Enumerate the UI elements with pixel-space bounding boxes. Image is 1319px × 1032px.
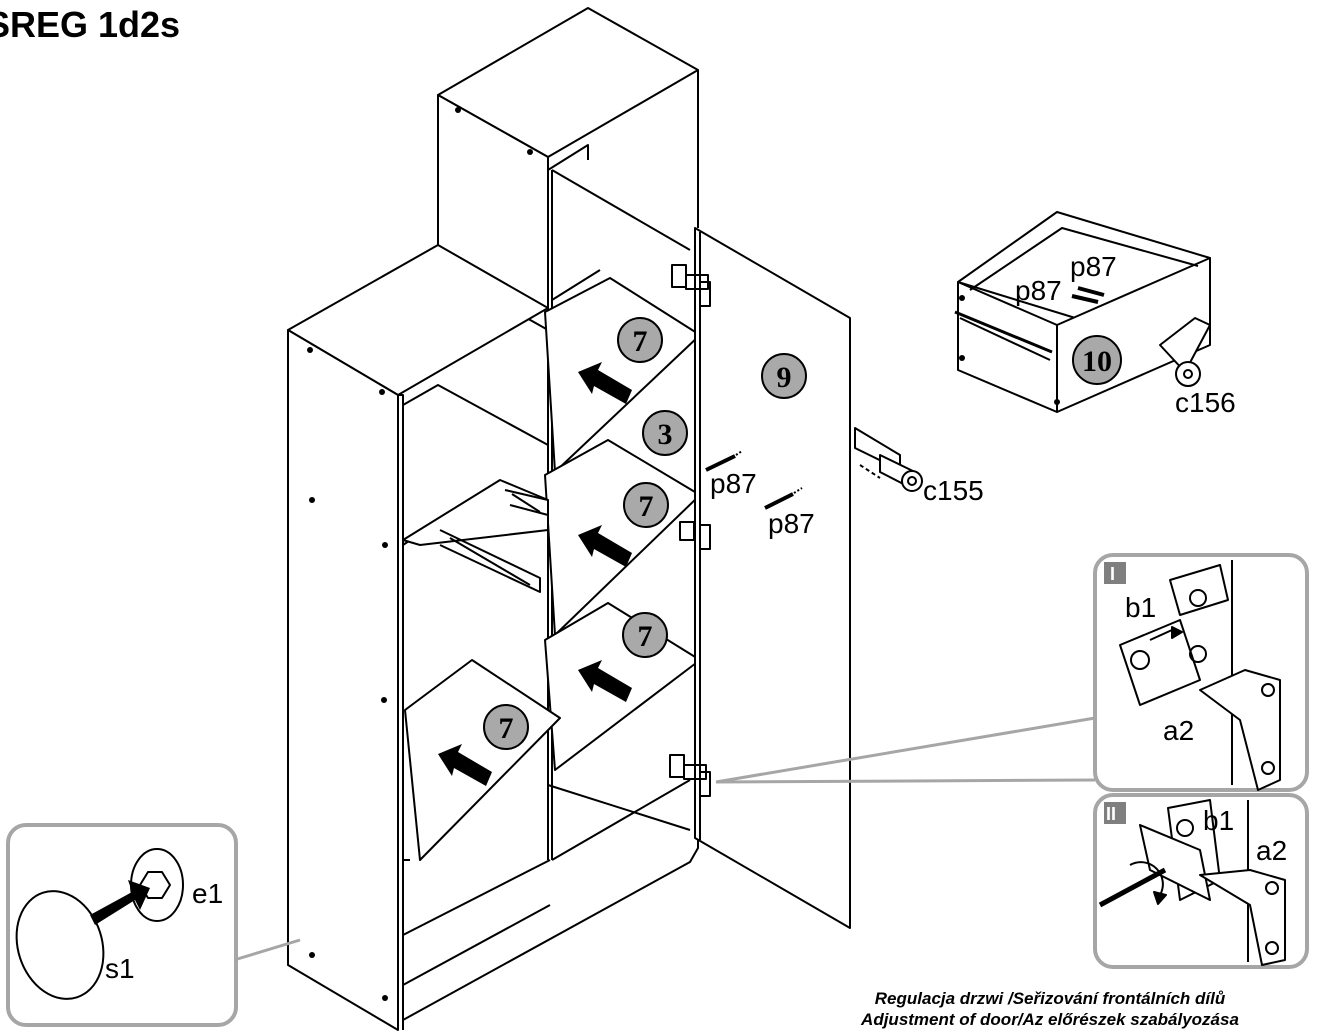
step-2-number: II bbox=[1106, 804, 1116, 824]
badge-label: 3 bbox=[658, 418, 673, 451]
screws-p87-door bbox=[705, 450, 803, 510]
element-badges: 7 3 9 7 7 7 10 bbox=[483, 317, 1122, 750]
badge-element-7-d: 7 bbox=[483, 704, 529, 750]
badge-label: 7 bbox=[633, 325, 648, 358]
arrow-shelf-3 bbox=[578, 660, 632, 702]
adjustment-caption: Regulacja drzwi /Seřizování frontálních … bbox=[820, 988, 1280, 1030]
badge-label: 10 bbox=[1082, 345, 1112, 378]
door-handle-c155 bbox=[854, 427, 923, 492]
door-panel bbox=[694, 227, 851, 929]
arrow-shelf-4 bbox=[438, 744, 492, 786]
badge-element-7-a: 7 bbox=[617, 317, 663, 363]
drawer-runners bbox=[439, 489, 549, 593]
fitting-holes bbox=[307, 107, 1060, 1001]
diagram-title: SREG 1d2s bbox=[0, 4, 181, 45]
label-b1-step2: b1 bbox=[1203, 805, 1234, 836]
label-e1: e1 bbox=[192, 878, 223, 909]
arrow-shelf-2 bbox=[578, 525, 632, 567]
label-p87-door-1: p87 bbox=[710, 468, 757, 499]
arrow-shelf-1 bbox=[578, 362, 632, 404]
label-c155: c155 bbox=[923, 475, 984, 506]
badge-element-7-b: 7 bbox=[623, 482, 669, 528]
badge-element-9: 9 bbox=[761, 353, 807, 399]
callout-cap bbox=[6, 823, 238, 1027]
drawer-box bbox=[954, 211, 1211, 413]
callout-leaders bbox=[233, 716, 1096, 962]
label-p87-drawer-2: p87 bbox=[1070, 251, 1117, 282]
label-b1-step1: b1 bbox=[1125, 592, 1156, 623]
hinge-middle bbox=[679, 521, 711, 550]
badge-label: 7 bbox=[499, 712, 514, 745]
badge-element-7-c: 7 bbox=[622, 612, 668, 658]
label-a2-step2: a2 bbox=[1256, 835, 1287, 866]
label-p87-door-2: p87 bbox=[768, 508, 815, 539]
label-s1: s1 bbox=[105, 953, 135, 984]
caption-line-1: Regulacja drzwi /Seřizování frontálních … bbox=[874, 989, 1226, 1008]
badge-element-3: 3 bbox=[642, 410, 688, 456]
callout-step-2 bbox=[1093, 793, 1309, 969]
drawer-handle-c156 bbox=[1159, 317, 1211, 387]
part-labels: p87 p87 c155 p87 p87 c156 e1 s1 b1 a2 b1… bbox=[105, 251, 1287, 984]
label-a2-step1: a2 bbox=[1163, 715, 1194, 746]
step-1-marker bbox=[1104, 562, 1126, 584]
screws-p87-drawer bbox=[1071, 286, 1105, 304]
label-c156: c156 bbox=[1175, 387, 1236, 418]
badge-label: 7 bbox=[639, 490, 654, 523]
step-1-number: I bbox=[1110, 564, 1115, 584]
hinge-top bbox=[671, 264, 711, 307]
badge-label: 7 bbox=[638, 620, 653, 653]
label-p87-drawer-1: p87 bbox=[1015, 275, 1062, 306]
step-2-marker bbox=[1104, 802, 1126, 824]
badge-element-10: 10 bbox=[1072, 335, 1122, 385]
badge-label: 9 bbox=[777, 361, 792, 394]
left-cabinet bbox=[287, 244, 699, 1031]
caption-line-2: Adjustment of door/Az előrészek szabályo… bbox=[861, 1010, 1239, 1029]
insertion-arrows bbox=[438, 362, 632, 786]
hinge-bottom bbox=[669, 754, 711, 797]
callout-step-1 bbox=[1093, 553, 1309, 792]
